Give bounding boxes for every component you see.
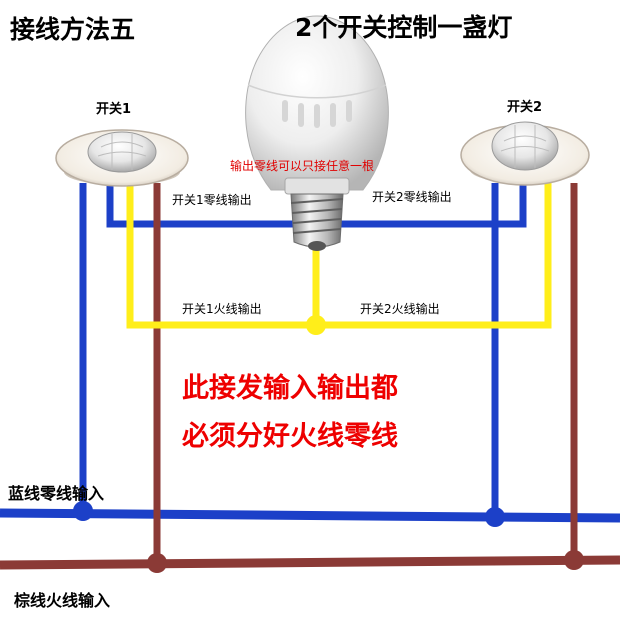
lamp-note: 输出零线可以只接任意一根 (230, 159, 375, 173)
switch1-live-output-label: 开关1火线输出 (182, 302, 262, 316)
diagram-subtitle: 2个开关控制一盏灯 (295, 13, 513, 42)
diagram-title: 接线方法五 (10, 15, 136, 44)
junction-live-right (564, 550, 584, 570)
switch2-sensor (460, 121, 590, 186)
switch1-label: 开关1 (96, 102, 132, 117)
junction-live-left (147, 553, 167, 573)
switch2-neutral-output-label: 开关2零线输出 (372, 190, 452, 204)
switch2-live-output-label: 开关2火线输出 (360, 302, 440, 316)
live-bus (0, 555, 620, 570)
neutral-input-label: 蓝线零线输入 (8, 484, 105, 503)
junction-output (306, 315, 326, 335)
live-wires (0, 183, 620, 570)
switch2-label: 开关2 (507, 100, 543, 115)
switch1-sensor (55, 129, 189, 187)
output-wires (126, 183, 552, 329)
junction-neutral-left (73, 501, 93, 521)
warning-line-1: 此接发输入输出都 (182, 373, 398, 404)
junction-neutral-right (485, 507, 505, 527)
output-wire (126, 183, 552, 329)
led-bulb (245, 15, 389, 251)
neutral-bus (0, 508, 620, 523)
live-input-label: 棕线火线输入 (14, 591, 111, 610)
junctions (73, 315, 584, 573)
switch1-neutral-output-label: 开关1零线输出 (172, 193, 252, 207)
warning-line-2: 必须分好火线零线 (182, 421, 398, 452)
neutral-wires (0, 183, 620, 523)
